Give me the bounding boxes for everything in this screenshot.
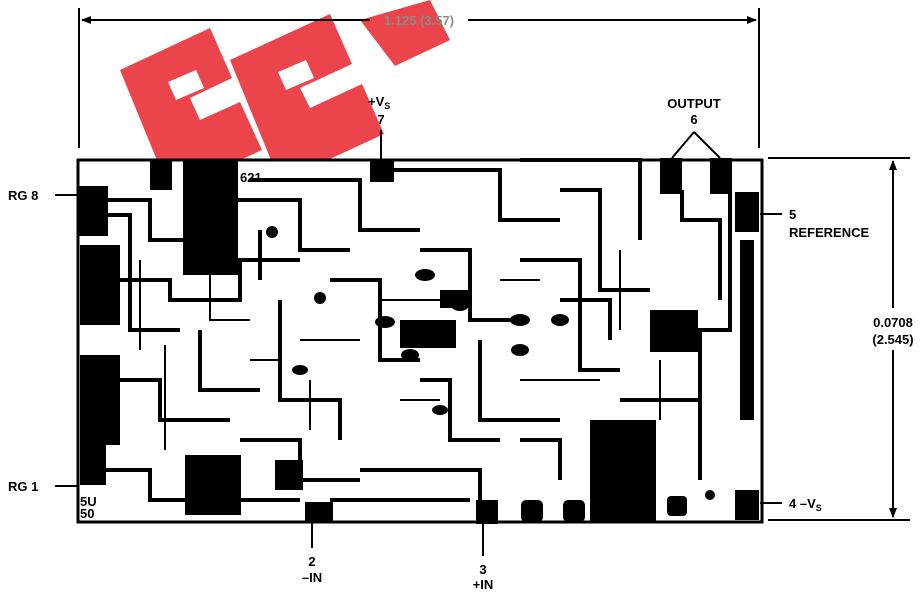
pin-in-positive-number: 3 <box>479 562 486 577</box>
pin-vs-negative-subscript: S <box>816 503 822 513</box>
pin-vs-positive-number: 7 <box>377 112 384 127</box>
pin-in-negative: 2 –IN <box>302 522 322 585</box>
pin-reference-label: REFERENCE <box>789 225 870 240</box>
width-dimension-label: 1.125 (3.57) <box>384 13 454 28</box>
pin-output-number: 6 <box>690 112 697 127</box>
pin-rg8: RG 8 <box>8 188 79 203</box>
height-dimension-label-line2: (2.545) <box>872 332 913 347</box>
pin-rg1-label: RG 1 <box>8 479 38 494</box>
pin-reference: 5 REFERENCE <box>760 207 870 240</box>
die-code-top: 621 <box>240 170 262 185</box>
die-micrograph: 621 5U 50 <box>76 158 764 524</box>
pin-output-label: OUTPUT <box>667 96 721 111</box>
pin-in-positive: 3 +IN <box>473 522 494 592</box>
svg-text:+VS: +VS <box>368 94 390 111</box>
width-dimension: 1.125 (3.57) <box>78 8 760 148</box>
pin-reference-number: 5 <box>789 207 796 222</box>
pin-vs-positive-subscript: S <box>384 101 390 111</box>
pin-in-positive-label: +IN <box>473 577 494 592</box>
pin-vs-negative-label: 4 –V <box>789 496 816 511</box>
pin-output: OUTPUT 6 <box>667 96 721 159</box>
die-code-corner-line1: 5U <box>80 494 97 509</box>
pin-rg8-label: RG 8 <box>8 188 38 203</box>
pin-rg1: RG 1 <box>8 479 79 494</box>
watermark-logo <box>120 0 450 192</box>
die-code-corner-line2: 50 <box>80 506 94 521</box>
height-dimension-label-line1: 0.0708 <box>873 315 913 330</box>
pin-vs-positive-label: +V <box>368 94 385 109</box>
pin-in-negative-label: –IN <box>302 570 322 585</box>
pin-in-negative-number: 2 <box>308 554 315 569</box>
pin-vs-negative: 4 –VS <box>760 496 822 513</box>
svg-text:4 –VS: 4 –VS <box>789 496 822 513</box>
pin-vs-positive: +VS 7 <box>368 94 390 160</box>
height-dimension: 0.0708 (2.545) <box>768 157 914 521</box>
